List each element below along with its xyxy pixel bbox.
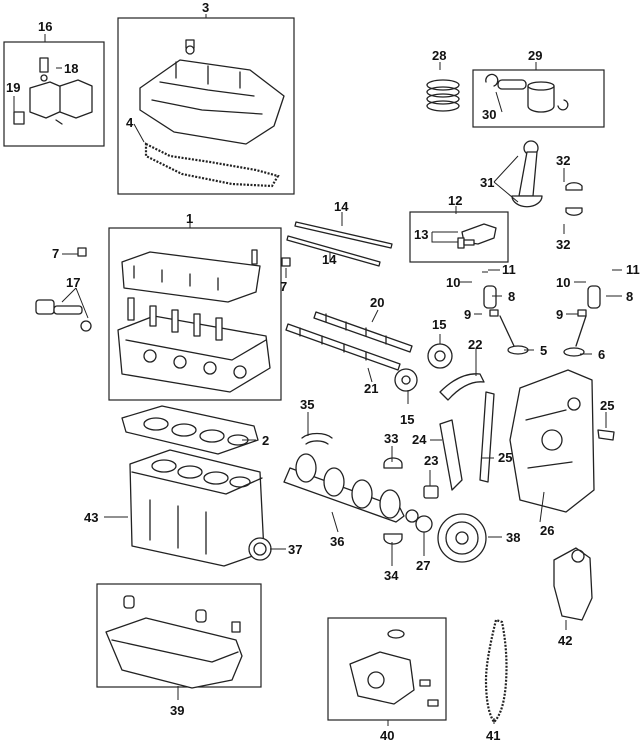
callout-7a: 7 xyxy=(52,246,59,261)
callout-30: 30 xyxy=(482,107,496,122)
connecting-rod-part xyxy=(511,140,583,216)
piston-rings-part xyxy=(426,79,460,112)
callout-4: 4 xyxy=(126,115,134,130)
callout-7b: 7 xyxy=(280,279,287,294)
leader-lines xyxy=(13,14,622,726)
callout-24: 24 xyxy=(412,432,427,447)
camshaft-part xyxy=(285,311,413,371)
cylinder-head-part xyxy=(117,249,271,393)
valve-cover-part xyxy=(139,39,285,188)
callout-23: 23 xyxy=(424,453,438,468)
callout-35: 35 xyxy=(300,397,314,412)
group-box-40 xyxy=(327,617,447,721)
rear-main-seal-part xyxy=(248,537,272,561)
vtc-solenoid-part xyxy=(13,57,93,125)
callout-39: 39 xyxy=(170,703,184,718)
head-gasket-part xyxy=(121,405,259,455)
group-box-39 xyxy=(96,583,262,688)
callout-9a: 9 xyxy=(464,307,471,322)
callout-32a: 32 xyxy=(556,153,570,168)
group-box-16 xyxy=(3,41,105,147)
callout-32b: 32 xyxy=(556,237,570,252)
callout-21: 21 xyxy=(364,381,378,396)
rocker-arm-part xyxy=(457,223,497,249)
callout-9b: 9 xyxy=(556,307,563,322)
callout-25a: 25 xyxy=(498,450,512,465)
callout-6: 6 xyxy=(598,347,605,362)
callout-2: 2 xyxy=(262,433,269,448)
thrust-washer-part xyxy=(301,432,403,545)
oil-pan-part xyxy=(105,595,243,689)
callout-8a: 8 xyxy=(508,289,515,304)
balancer-part xyxy=(553,547,593,621)
oil-pump-part xyxy=(349,629,439,707)
dowel-pin-part xyxy=(77,247,291,267)
callout-31: 31 xyxy=(480,175,494,190)
cam-sprocket-part xyxy=(394,343,453,392)
callout-38: 38 xyxy=(506,530,520,545)
timing-chain-cover-part xyxy=(509,369,595,513)
callout-27: 27 xyxy=(416,558,430,573)
crankshaft-pulley-part xyxy=(415,513,487,563)
callout-22: 22 xyxy=(468,337,482,352)
timing-chain-guide-part xyxy=(439,373,495,491)
callout-17: 17 xyxy=(66,275,80,290)
callout-11a: 11 xyxy=(502,262,516,277)
group-box-29 xyxy=(472,69,605,128)
callout-labels: 16 3 18 19 4 28 29 30 31 32 32 12 13 14 … xyxy=(6,0,640,741)
group-box-12 xyxy=(409,211,509,263)
chain-tensioner-part xyxy=(423,429,615,499)
callout-8b: 8 xyxy=(626,289,633,304)
callout-11b: 11 xyxy=(626,262,640,277)
piston-part xyxy=(485,73,569,113)
callout-15a: 15 xyxy=(432,317,446,332)
callout-42: 42 xyxy=(558,633,572,648)
callout-28: 28 xyxy=(432,48,446,63)
callout-37: 37 xyxy=(288,542,302,557)
callout-12: 12 xyxy=(448,193,462,208)
callout-14b: 14 xyxy=(322,252,337,267)
callout-10b: 10 xyxy=(556,275,570,290)
engine-block-part xyxy=(129,449,265,567)
callout-14a: 14 xyxy=(334,199,349,214)
callout-5: 5 xyxy=(540,343,547,358)
callout-26: 26 xyxy=(540,523,554,538)
callout-40: 40 xyxy=(380,728,394,741)
callout-19: 19 xyxy=(6,80,20,95)
callout-3: 3 xyxy=(202,0,209,15)
callout-41: 41 xyxy=(486,728,500,741)
callout-36: 36 xyxy=(330,534,344,549)
oil-pump-chain-part xyxy=(484,618,508,724)
group-box-1 xyxy=(108,227,282,401)
callout-25b: 25 xyxy=(600,398,614,413)
callout-16: 16 xyxy=(38,19,52,34)
callout-13: 13 xyxy=(414,227,428,242)
intake-valve-part xyxy=(483,285,529,355)
crankshaft-part xyxy=(283,453,419,523)
callout-1: 1 xyxy=(186,211,193,226)
vtc-oil-control-valve-part xyxy=(35,299,92,332)
callout-15b: 15 xyxy=(400,412,414,427)
rocker-shaft-part xyxy=(286,221,393,267)
exhaust-valve-part xyxy=(563,285,601,357)
callout-33: 33 xyxy=(384,431,398,446)
callout-43: 43 xyxy=(84,510,98,525)
callout-20: 20 xyxy=(370,295,384,310)
callout-29: 29 xyxy=(528,48,542,63)
callout-18: 18 xyxy=(64,61,78,76)
callout-10a: 10 xyxy=(446,275,460,290)
callout-34: 34 xyxy=(384,568,399,583)
